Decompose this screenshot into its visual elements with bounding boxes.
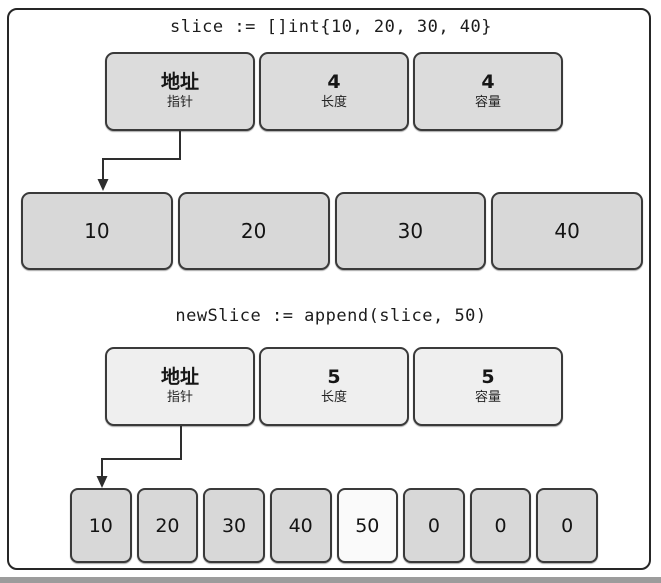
array-cell-appended: 50 [336,488,399,563]
length-value: 5 [327,366,341,389]
array-cell: 20 [177,192,330,270]
newslice-length-cell: 5 长度 [259,347,409,426]
array-cell: 10 [70,488,132,563]
capacity-label: 容量 [474,94,501,110]
array-cell: 20 [136,488,199,563]
length-label: 长度 [320,389,347,405]
capacity-label: 容量 [474,389,501,405]
slice-capacity-cell: 4 容量 [413,52,563,131]
array-cell: 0 [536,488,598,563]
newslice-capacity-cell: 5 容量 [413,347,563,426]
slice-backing-array: 10 20 30 40 [21,192,643,270]
slice-pointer-cell: 地址 指针 [105,52,255,131]
capacity-value: 5 [481,366,495,389]
pointer-sublabel: 指针 [166,389,193,405]
pointer-label: 地址 [160,366,199,389]
append-code: newSlice := append(slice, 50) [175,306,487,326]
slice-declaration-code: slice := []int{10, 20, 30, 40} [169,17,493,37]
array-cell: 10 [21,192,173,270]
length-label: 长度 [320,94,347,110]
newslice-header-row: 地址 指针 5 长度 5 容量 [105,347,563,426]
array-cell: 0 [469,488,532,563]
length-value: 4 [327,71,341,94]
array-cell: 40 [491,192,643,270]
array-cell: 40 [269,488,332,563]
newslice-pointer-cell: 地址 指针 [105,347,255,426]
array-cell: 30 [203,488,265,563]
slice-length-cell: 4 长度 [259,52,409,131]
bottom-edge-band [0,577,661,583]
pointer-sublabel: 指针 [166,94,193,110]
slice-header-row: 地址 指针 4 长度 4 容量 [105,52,563,131]
array-cell: 30 [334,192,487,270]
array-cell: 0 [403,488,465,563]
newslice-backing-array: 10 20 30 40 50 0 0 0 [70,488,598,563]
pointer-label: 地址 [160,71,199,94]
capacity-value: 4 [481,71,495,94]
